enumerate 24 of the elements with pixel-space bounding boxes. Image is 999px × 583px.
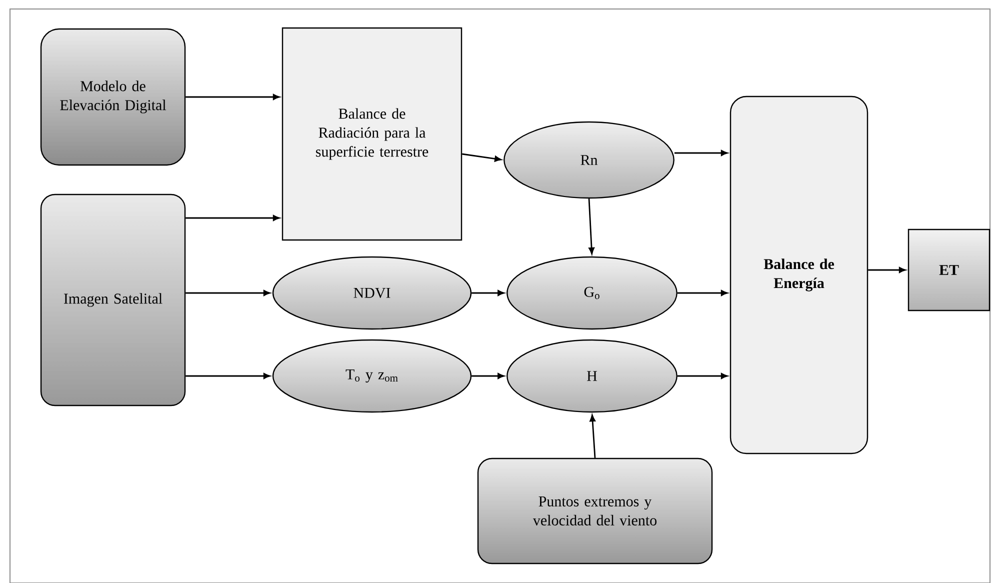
process-box: Puntos extremos y velocidad del viento bbox=[477, 458, 713, 564]
ellipse-node: T$_{o}$ y z$_{om}$ bbox=[272, 339, 472, 413]
process-box: Modelo de Elevación Digital bbox=[40, 28, 186, 166]
arrow bbox=[677, 290, 728, 296]
arrow bbox=[462, 153, 502, 162]
arrow bbox=[674, 150, 728, 156]
arrow bbox=[186, 373, 270, 379]
arrow bbox=[677, 373, 728, 379]
ellipse-node: H bbox=[506, 339, 678, 413]
process-box: ET bbox=[908, 228, 990, 312]
ellipse-node: Rn bbox=[504, 121, 674, 199]
arrow bbox=[868, 267, 906, 273]
arrow bbox=[472, 290, 504, 296]
arrow bbox=[186, 94, 280, 100]
ellipse-node: G$_{o}$ bbox=[506, 256, 678, 330]
process-box: Balance de Energía bbox=[730, 96, 868, 454]
ellipse-node: NDVI bbox=[272, 256, 472, 330]
arrow bbox=[588, 198, 595, 254]
process-box: Balance de Radiación para la superficie terrestre bbox=[282, 27, 462, 241]
arrow bbox=[186, 290, 270, 296]
arrow bbox=[472, 373, 504, 379]
arrow bbox=[186, 215, 280, 221]
arrow bbox=[590, 414, 596, 458]
process-box: Imagen Satelital bbox=[40, 194, 186, 406]
